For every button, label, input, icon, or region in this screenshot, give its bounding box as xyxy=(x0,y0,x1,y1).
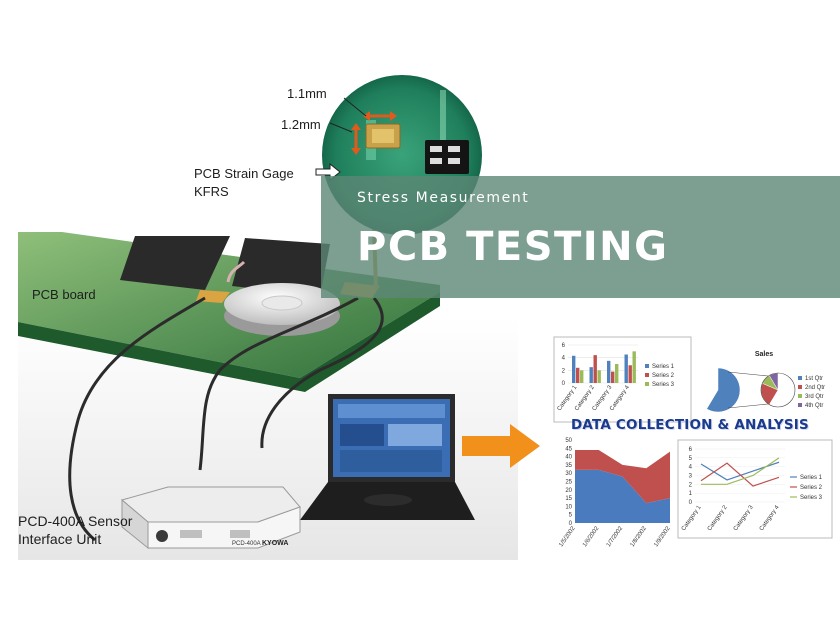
area-y-tick: 25 xyxy=(565,480,572,486)
pie-connector xyxy=(727,371,769,377)
line-y-tick: 3 xyxy=(689,474,693,480)
line-chart-frame xyxy=(677,439,833,539)
bar xyxy=(589,367,593,383)
bar xyxy=(624,354,628,383)
device-brand: KYOWA xyxy=(262,540,288,547)
line-series xyxy=(701,457,780,485)
area-x-tick: 1/7/2002 xyxy=(606,525,625,548)
interface-device xyxy=(120,486,301,550)
bar xyxy=(597,370,601,383)
area-y-tick: 0 xyxy=(569,521,573,527)
bar xyxy=(593,355,597,383)
area-chart: 0 5 10 15 20 25 30 35 40 45 50 1/5/2002 1/6/2002 1/7/… xyxy=(558,438,672,548)
strain-gage-label: PCB Strain Gage xyxy=(194,166,294,181)
banner-title: PCB TESTING xyxy=(357,224,669,270)
area-y-tick: 35 xyxy=(565,463,572,469)
pie-title: Sales xyxy=(755,351,773,358)
pie-legend-label: 1st Qtr xyxy=(805,376,823,382)
line-y-tick: 2 xyxy=(689,482,693,488)
pie-legend-swatch xyxy=(798,394,802,398)
sensor-unit-label: PCD-400A Sensor xyxy=(18,513,133,529)
area-y-tick: 5 xyxy=(569,513,573,519)
pie-legend-swatch xyxy=(798,385,802,389)
pie-legend-label: 2nd Qtr xyxy=(805,385,825,391)
pie-legend-label: 3rd Qtr xyxy=(805,394,824,400)
bar-y-tick: 4 xyxy=(562,356,566,362)
bar xyxy=(580,370,584,383)
pie-slice xyxy=(706,367,741,413)
area-y-tick: 50 xyxy=(565,438,572,444)
bar xyxy=(615,364,619,383)
bar-legend-swatch xyxy=(645,373,649,377)
bar-legend-swatch xyxy=(645,364,649,368)
pcb-board xyxy=(18,232,440,392)
line-y-tick: 4 xyxy=(689,465,693,471)
area-x-tick: 1/8/2002 xyxy=(630,525,649,548)
bar-legend-label: Series 2 xyxy=(652,373,675,379)
area-x-tick: 1/5/2002 xyxy=(558,525,577,548)
line-y-tick: 1 xyxy=(689,491,693,497)
area-y-tick: 45 xyxy=(565,446,572,452)
pie-legend-swatch xyxy=(798,376,802,380)
device-model: PCD-400A xyxy=(232,541,261,547)
pie-zoom-circle xyxy=(760,372,796,408)
dimension-label-1-1mm: 1.1mm xyxy=(287,86,327,101)
pie-connector xyxy=(727,403,769,409)
area-y-tick: 20 xyxy=(565,488,572,494)
bar xyxy=(611,371,615,383)
bar-y-tick: 2 xyxy=(562,368,566,374)
title-banner: Stress Measurement PCB TESTING xyxy=(321,176,840,298)
area-y-tick: 15 xyxy=(565,496,572,502)
area-series xyxy=(575,469,670,523)
sensor-unit-label-2: Interface Unit xyxy=(18,531,102,547)
pcb-board-label: PCB board xyxy=(32,287,96,302)
area-y-tick: 40 xyxy=(565,455,572,461)
line-y-tick: 0 xyxy=(689,500,693,506)
area-x-tick: 1/6/2002 xyxy=(582,525,601,548)
dimension-label-1-2mm: 1.2mm xyxy=(281,117,321,132)
analysis-heading: DATA COLLECTION & ANALYSIS xyxy=(571,417,809,433)
laptop xyxy=(300,394,475,520)
bar-legend-swatch xyxy=(645,382,649,386)
banner-subtitle: Stress Measurement xyxy=(357,190,530,206)
transfer-arrow-icon xyxy=(462,424,540,468)
pie-chart: Sales 1st Qtr 2nd Qtr 3rd Qtr 4th Qtr xyxy=(706,351,825,413)
line-series xyxy=(700,462,780,487)
area-y-tick: 30 xyxy=(565,471,572,477)
bar xyxy=(572,355,576,383)
area-y-tick: 10 xyxy=(565,504,572,510)
bar xyxy=(632,351,636,383)
line-legend-label: Series 1 xyxy=(800,475,823,481)
pie-legend-swatch xyxy=(798,403,802,407)
line-legend-label: Series 3 xyxy=(800,495,823,501)
strain-gage-model: KFRS xyxy=(194,184,229,199)
line-legend-label: Series 2 xyxy=(800,485,823,491)
line-y-tick: 6 xyxy=(689,447,693,453)
bar xyxy=(607,360,611,383)
bar xyxy=(628,365,632,383)
bar xyxy=(576,367,580,383)
bar-y-tick: 0 xyxy=(562,381,566,387)
area-series xyxy=(575,449,670,504)
bar-y-tick: 6 xyxy=(562,343,566,349)
line-y-tick: 5 xyxy=(689,456,693,462)
area-x-tick: 1/9/2002 xyxy=(653,525,672,548)
bar-legend-label: Series 3 xyxy=(652,382,675,388)
bar-legend-label: Series 1 xyxy=(652,364,675,370)
pie-legend-label: 4th Qtr xyxy=(805,403,823,409)
